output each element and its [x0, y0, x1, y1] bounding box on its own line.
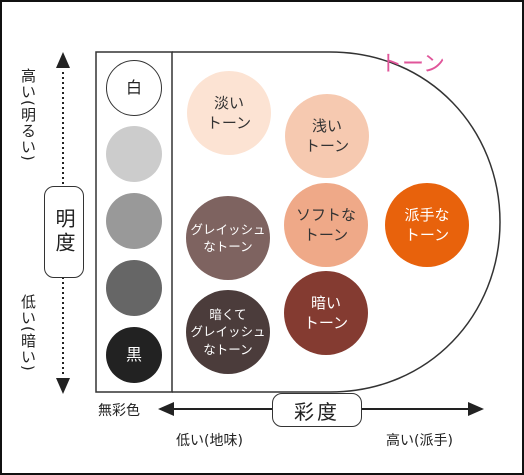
tone-circle-4: ソフトな トーン [284, 183, 368, 267]
chroma-axis-label: 彩度 [294, 399, 340, 424]
achromatic-label: 無彩色 [98, 403, 140, 419]
lightness-axis-label-box: 明度 [44, 186, 84, 278]
chroma-arrow-left [158, 402, 174, 416]
chroma-low-label: 低い(地味) [176, 433, 243, 449]
lightness-arrow-down [56, 378, 70, 394]
tone-circle-2: 浅い トーン [285, 94, 369, 178]
tone-circle-6: 暗い トーン [284, 271, 368, 355]
chromatic-region [172, 51, 501, 393]
tone-title: トーン [380, 52, 445, 77]
lightness-high-label: 高い(明るい) [19, 68, 37, 162]
gray-circle-2 [106, 126, 162, 182]
tone-circle-3: グレイッシュ なトーン [186, 196, 270, 280]
chroma-axis-label-box: 彩度 [272, 393, 362, 427]
tone-circle-7: 暗くて グレイッシュ なトーン [186, 290, 270, 374]
lightness-axis-label: 明度 [52, 208, 76, 256]
tone-circle-1: 淡い トーン [187, 71, 271, 155]
lightness-arrow-up [56, 52, 70, 68]
gray-circle-3 [106, 193, 162, 249]
tone-circle-5: 派手な トーン [385, 183, 469, 267]
chroma-arrow-right [468, 402, 484, 416]
lightness-low-label: 低い(暗い) [19, 294, 37, 372]
gray-circle-5: 黒 [106, 327, 162, 383]
gray-circle-1: 白 [106, 60, 162, 116]
gray-circle-4 [106, 260, 162, 316]
chroma-high-label: 高い(派手) [386, 433, 453, 449]
